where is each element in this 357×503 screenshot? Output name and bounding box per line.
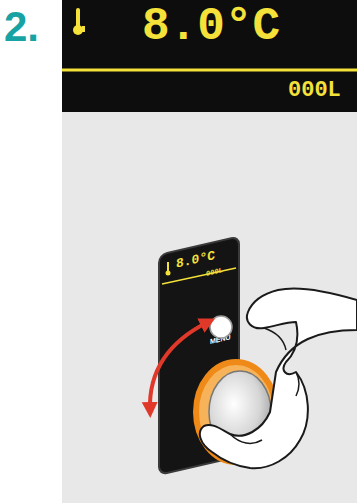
gray-panel	[62, 112, 357, 503]
temperature-reading: 8.0°C	[142, 4, 280, 50]
control-panel: 8.0°C000L MENU	[158, 235, 240, 476]
volume-reading: 000L	[206, 267, 223, 278]
finger-line	[296, 372, 299, 396]
temperature-reading: 8.0°C	[176, 249, 215, 271]
display-inset: 8.0°C 000L	[62, 0, 357, 112]
volume-reading: 000L	[288, 80, 341, 102]
button-label: MENU	[210, 333, 231, 345]
finger-line	[264, 328, 286, 350]
step-number: 2.	[4, 6, 39, 48]
